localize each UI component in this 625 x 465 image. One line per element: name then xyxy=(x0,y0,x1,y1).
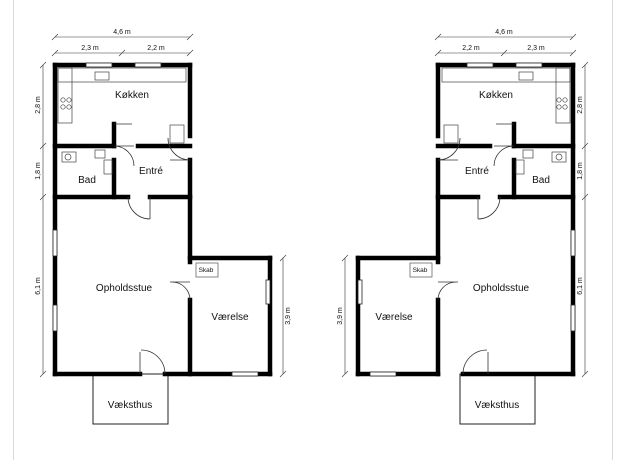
windows xyxy=(52,62,271,377)
dim-kitchen-height: 2,8 m xyxy=(577,96,584,114)
room-label-entry: Entré xyxy=(139,166,163,177)
room-label-entry: Entré xyxy=(465,166,489,177)
dim-right-width: 2,3 m xyxy=(527,45,545,52)
dim-bedroom-height: 3,9 m xyxy=(337,307,344,325)
room-label-living: Opholdsstue xyxy=(96,283,153,294)
room-label-closet: Skab xyxy=(413,267,428,274)
floor-plan-left: Køkken Bad Entré Opholdsstue Værelse Ska… xyxy=(35,29,292,425)
room-label-kitchen: Køkken xyxy=(479,90,513,101)
floor-plan-right: Køkken Bad Entré Opholdsstue Værelse Ska… xyxy=(337,29,589,425)
greenhouse-outline xyxy=(92,373,169,425)
bath-fixtures xyxy=(61,149,113,175)
dim-living-height: 6,1 m xyxy=(577,277,584,295)
room-label-bath: Bad xyxy=(78,175,96,186)
windows xyxy=(357,62,576,377)
page-edge-right xyxy=(612,0,613,460)
greenhouse-outline xyxy=(459,373,536,425)
room-label-closet: Skab xyxy=(199,267,214,274)
dim-left-width: 2,3 m xyxy=(81,45,99,52)
dim-bedroom-height: 3,9 m xyxy=(285,307,292,325)
room-label-greenhouse: Væksthus xyxy=(108,400,152,411)
kitchen-fixtures xyxy=(441,67,571,144)
room-label-greenhouse: Væksthus xyxy=(475,400,519,411)
doors xyxy=(437,123,515,375)
room-label-kitchen: Køkken xyxy=(115,90,149,101)
dim-right-width: 2,2 m xyxy=(147,45,165,52)
dim-total-width: 4,6 m xyxy=(113,29,131,36)
closet-fixture xyxy=(195,262,219,278)
dim-kitchen-height: 2,8 m xyxy=(35,96,42,114)
bath-fixtures xyxy=(515,149,567,175)
dim-living-height: 6,1 m xyxy=(35,277,42,295)
dimension-lines xyxy=(341,33,589,378)
walls xyxy=(52,62,273,377)
doors xyxy=(113,123,191,375)
page-edge-left xyxy=(13,0,14,460)
dim-bath-height: 1,8 m xyxy=(577,162,584,180)
dim-left-width: 2,2 m xyxy=(462,45,480,52)
room-label-bedroom: Værelse xyxy=(211,312,249,323)
kitchen-fixtures xyxy=(57,67,187,144)
room-label-bath: Bad xyxy=(532,175,550,186)
dimension-lines xyxy=(39,33,287,378)
closet-fixture xyxy=(409,262,433,278)
walls xyxy=(355,62,576,377)
dim-bath-height: 1,8 m xyxy=(35,162,42,180)
dim-total-width: 4,6 m xyxy=(495,29,513,36)
room-label-living: Opholdsstue xyxy=(473,283,530,294)
room-label-bedroom: Værelse xyxy=(375,312,413,323)
